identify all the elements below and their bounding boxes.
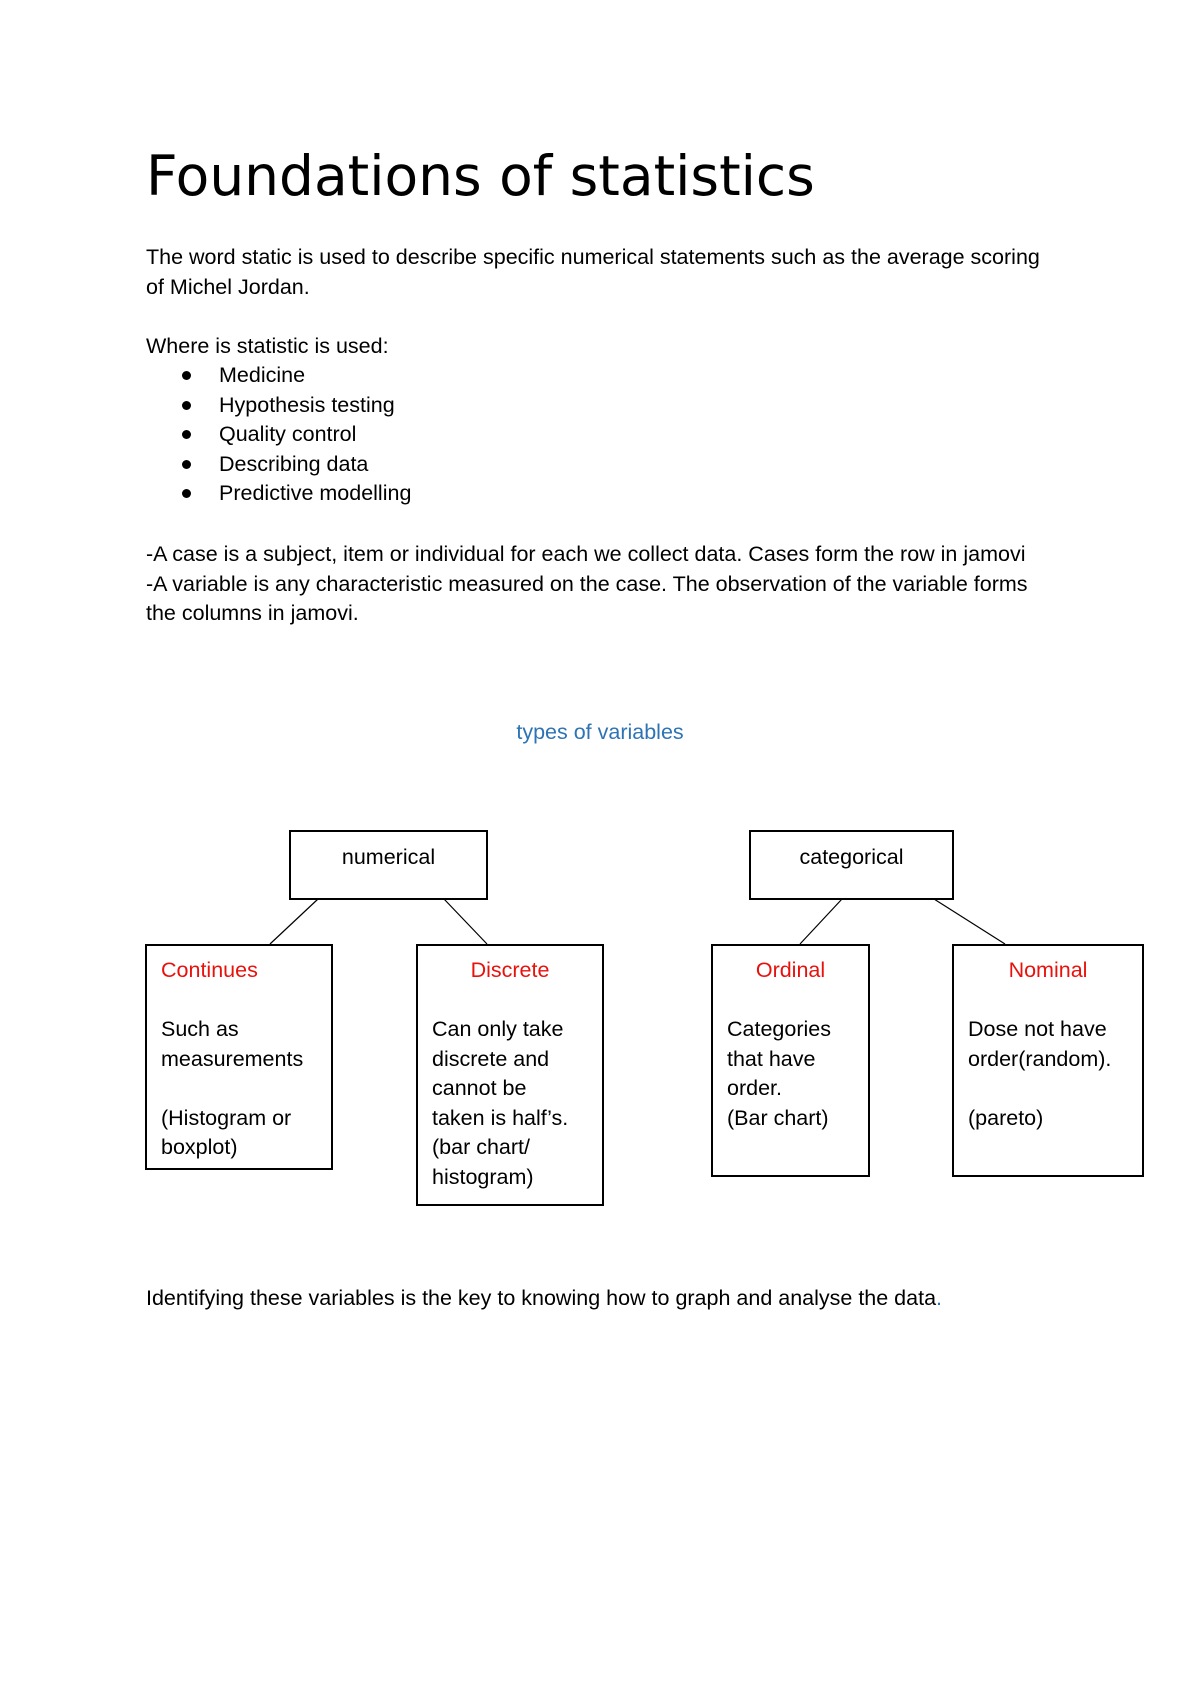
categorical-box: categorical — [749, 830, 954, 900]
ordinal-line: that have — [727, 1046, 816, 1071]
connector-numerical-continues — [269, 898, 319, 945]
list-item: Medicine — [146, 361, 411, 391]
continues-line: boxplot) — [161, 1135, 238, 1159]
discrete-line: (bar chart/ — [432, 1135, 530, 1159]
numerical-label: numerical — [341, 845, 436, 869]
connector-categorical-ordinal — [799, 898, 843, 945]
list-item: Hypothesis testing — [146, 391, 411, 421]
nominal-heading: Nominal — [1008, 958, 1088, 982]
conclusion-text: Identifying these variables is the key t… — [146, 1286, 937, 1310]
ordinal-line: (Bar chart) — [727, 1105, 829, 1130]
nominal-box: Nominal Dose not have order(random). (pa… — [952, 944, 1144, 1177]
discrete-line: Can only take — [432, 1017, 564, 1041]
uses-list: Medicine Hypothesis testing Quality cont… — [146, 361, 411, 509]
variable-definition-line-1: -A variable is any characteristic measur… — [146, 571, 1028, 596]
definitions-paragraph: -A case is a subject, item or individual… — [146, 540, 1066, 629]
diagram-title: types of variables — [516, 720, 684, 744]
continues-box: Continues Such as measurements (Histogra… — [145, 944, 333, 1170]
discrete-line: taken is half’s. — [432, 1105, 569, 1130]
discrete-heading: Discrete — [470, 958, 550, 982]
numerical-box: numerical — [289, 830, 488, 900]
continues-line: measurements — [161, 1046, 304, 1071]
list-item: Predictive modelling — [146, 479, 411, 509]
ordinal-box: Ordinal Categories that have order. (Bar… — [711, 944, 870, 1177]
conclusion-period: . — [936, 1286, 943, 1310]
list-item: Describing data — [146, 450, 411, 480]
continues-line: Such as — [161, 1017, 239, 1041]
continues-gap — [161, 1074, 331, 1104]
discrete-line: discrete and — [432, 1046, 550, 1071]
intro-paragraph: The word static is used to describe spec… — [146, 245, 1040, 299]
ordinal-line: Categories — [727, 1017, 831, 1041]
discrete-line: histogram) — [432, 1164, 534, 1189]
continues-line: (Histogram or — [161, 1105, 292, 1130]
connector-categorical-nominal — [933, 898, 1006, 945]
ordinal-heading: Ordinal — [755, 958, 826, 982]
nominal-line: order(random). — [968, 1046, 1112, 1071]
variable-definition-line-2: the columns in jamovi. — [146, 601, 359, 625]
nominal-line: Dose not have — [968, 1017, 1107, 1041]
list-item: Quality control — [146, 420, 411, 450]
discrete-box: Discrete Can only take discrete and cann… — [416, 944, 604, 1206]
categorical-label: categorical — [799, 845, 904, 869]
connector-numerical-discrete — [443, 898, 488, 945]
uses-heading: Where is statistic is used: — [146, 334, 389, 358]
conclusion-paragraph: Identifying these variables is the key t… — [146, 1284, 942, 1314]
nominal-line: (pareto) — [968, 1105, 1044, 1130]
ordinal-line: order. — [727, 1076, 782, 1100]
nominal-gap — [968, 1074, 1142, 1104]
page-title: Foundations of statistics — [146, 144, 815, 208]
case-definition: -A case is a subject, item or individual… — [146, 542, 1026, 566]
continues-heading: Continues — [161, 958, 258, 982]
discrete-line: cannot be — [432, 1076, 527, 1100]
